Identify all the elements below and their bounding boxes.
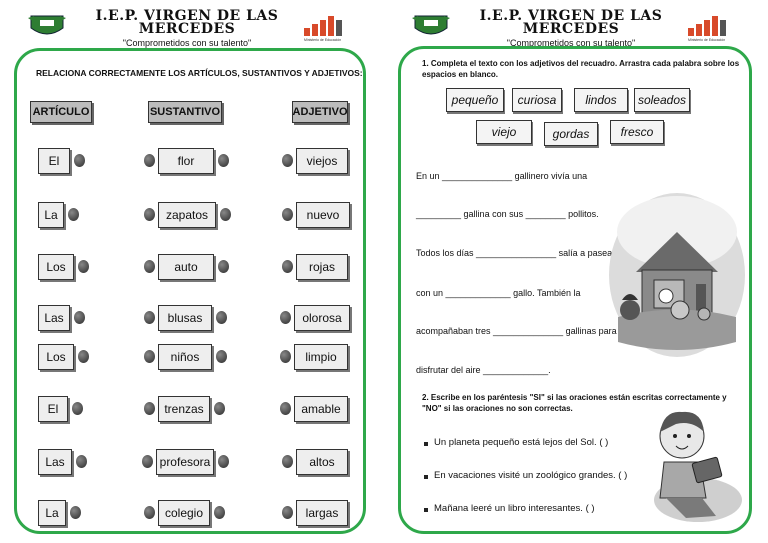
text-line-6: disfrutar del aire _____________. [416,365,551,375]
sentence-2: En vacaciones visité un zoológico grande… [434,470,628,481]
word-gordas[interactable]: gordas [544,122,598,146]
connector-dot-icon[interactable] [144,350,155,363]
articulo-cell[interactable]: El [38,148,70,174]
left-page: I.E.P. VIRGEN DE LAS MERCEDES "Compromet… [0,6,384,534]
articulo-cell[interactable]: Los [38,254,74,280]
right-page: I.E.P. VIRGEN DE LAS MERCEDES "Compromet… [384,0,768,543]
adjetivo-cell[interactable]: amable [294,396,348,422]
sustantivo-cell[interactable]: flor [158,148,214,174]
text-line-5: acompañaban tres ______________ gallinas… [416,326,617,336]
worksheet-frame-right [398,46,752,534]
sustantivo-cell[interactable]: niños [158,344,212,370]
connector-dot-icon[interactable] [144,506,155,519]
connector-dot-icon[interactable] [280,402,291,415]
word-soleados[interactable]: soleados [634,88,690,112]
connector-dot-icon[interactable] [282,260,293,273]
motto: "Comprometidos con su talento" [506,38,636,48]
bullet-2 [424,475,428,479]
connector-dot-icon[interactable] [144,260,155,273]
text-line-4: con un _____________ gallo. También la [416,288,581,298]
header-articulo: ARTÍCULO [30,101,92,123]
adjetivo-cell[interactable]: nuevo [296,202,350,228]
school-logo-icon [28,15,66,35]
adjetivo-cell[interactable]: limpio [294,344,348,370]
header-adjetivo: ADJETIVO [292,101,348,123]
articulo-cell[interactable]: La [38,500,66,526]
sustantivo-cell[interactable]: auto [158,254,214,280]
word-viejo[interactable]: viejo [476,120,532,144]
adjetivo-cell[interactable]: altos [296,449,348,475]
connector-dot-icon[interactable] [144,311,155,324]
connector-dot-icon[interactable] [282,208,293,221]
connector-dot-icon[interactable] [68,208,79,221]
articulo-cell[interactable]: Las [38,449,72,475]
bullet-1 [424,442,428,446]
farm-chicken-illustration [609,193,745,357]
adjetivo-cell[interactable]: olorosa [294,305,350,331]
connector-dot-icon[interactable] [144,208,155,221]
connector-dot-icon[interactable] [218,455,229,468]
header-sustantivo: SUSTANTIVO [148,101,222,123]
articulo-cell[interactable]: El [38,396,68,422]
word-lindos[interactable]: lindos [574,88,628,112]
connector-dot-icon[interactable] [70,506,81,519]
word-curiosa[interactable]: curiosa [512,88,562,112]
connector-dot-icon[interactable] [76,455,87,468]
sustantivo-cell[interactable]: trenzas [158,396,210,422]
articulo-cell[interactable]: La [38,202,64,228]
connector-dot-icon[interactable] [142,455,153,468]
connector-dot-icon[interactable] [282,154,293,167]
sustantivo-cell[interactable]: blusas [158,305,212,331]
adjetivo-cell[interactable]: largas [296,500,348,526]
boy-tablet-illustration [654,411,742,522]
question-2: 2. Escribe en los paréntesis "SI" si las… [422,393,727,413]
text-line-2: _________ gallina con sus ________ polli… [416,209,599,219]
connector-dot-icon[interactable] [78,260,89,273]
ministry-logo-icon: Ministerio de Educación [304,16,342,42]
connector-dot-icon[interactable] [72,402,83,415]
connector-dot-icon[interactable] [144,154,155,167]
ministry-logo-icon: Ministerio de Educación [688,16,726,42]
ministry-caption: Ministerio de Educación [688,38,725,42]
word-fresco[interactable]: fresco [610,120,664,144]
header-right: I.E.P. VIRGEN DE LAS MERCEDES "Compromet… [384,6,768,48]
connector-dot-icon[interactable] [216,350,227,363]
connector-dot-icon[interactable] [74,311,85,324]
worksheet-frame-left [14,48,366,534]
instruction-left: RELACIONA CORRECTAMENTE LOS ARTÍCULOS, S… [36,68,363,78]
connector-dot-icon[interactable] [144,402,155,415]
word-pequeno[interactable]: pequeño [446,88,504,112]
adjetivo-cell[interactable]: rojas [296,254,348,280]
connector-dot-icon[interactable] [282,455,293,468]
connector-dot-icon[interactable] [74,154,85,167]
header-left: I.E.P. VIRGEN DE LAS MERCEDES "Compromet… [0,6,384,48]
school-logo-icon [412,15,450,35]
sentence-3: Mañana leeré un libro interesantes. ( ) [434,503,595,514]
connector-dot-icon[interactable] [214,506,225,519]
question-1: 1. Completa el texto con los adjetivos d… [422,59,740,79]
connector-dot-icon[interactable] [280,311,291,324]
connector-dot-icon[interactable] [280,350,291,363]
connector-dot-icon[interactable] [78,350,89,363]
connector-dot-icon[interactable] [214,402,225,415]
sentence-1: Un planeta pequeño está lejos del Sol. (… [434,437,609,448]
sustantivo-cell[interactable]: colegio [158,500,210,526]
connector-dot-icon[interactable] [282,506,293,519]
bullet-3 [424,508,428,512]
connector-dot-icon[interactable] [220,208,231,221]
adjetivo-cell[interactable]: viejos [296,148,348,174]
articulo-cell[interactable]: Los [38,344,74,370]
connector-dot-icon[interactable] [218,260,229,273]
sustantivo-cell[interactable]: profesora [156,449,214,475]
ministry-caption: Ministerio de Educación [304,38,341,42]
articulo-cell[interactable]: Las [38,305,70,331]
connector-dot-icon[interactable] [216,311,227,324]
school-title: I.E.P. VIRGEN DE LAS MERCEDES [95,8,279,37]
text-line-1: En un ______________ gallinero vivía una [416,171,588,181]
text-line-3: Todos los días ________________ salía a … [416,248,616,258]
school-title: I.E.P. VIRGEN DE LAS MERCEDES [479,8,663,37]
connector-dot-icon[interactable] [218,154,229,167]
motto: "Comprometidos con su talento" [122,38,252,48]
sustantivo-cell[interactable]: zapatos [158,202,216,228]
